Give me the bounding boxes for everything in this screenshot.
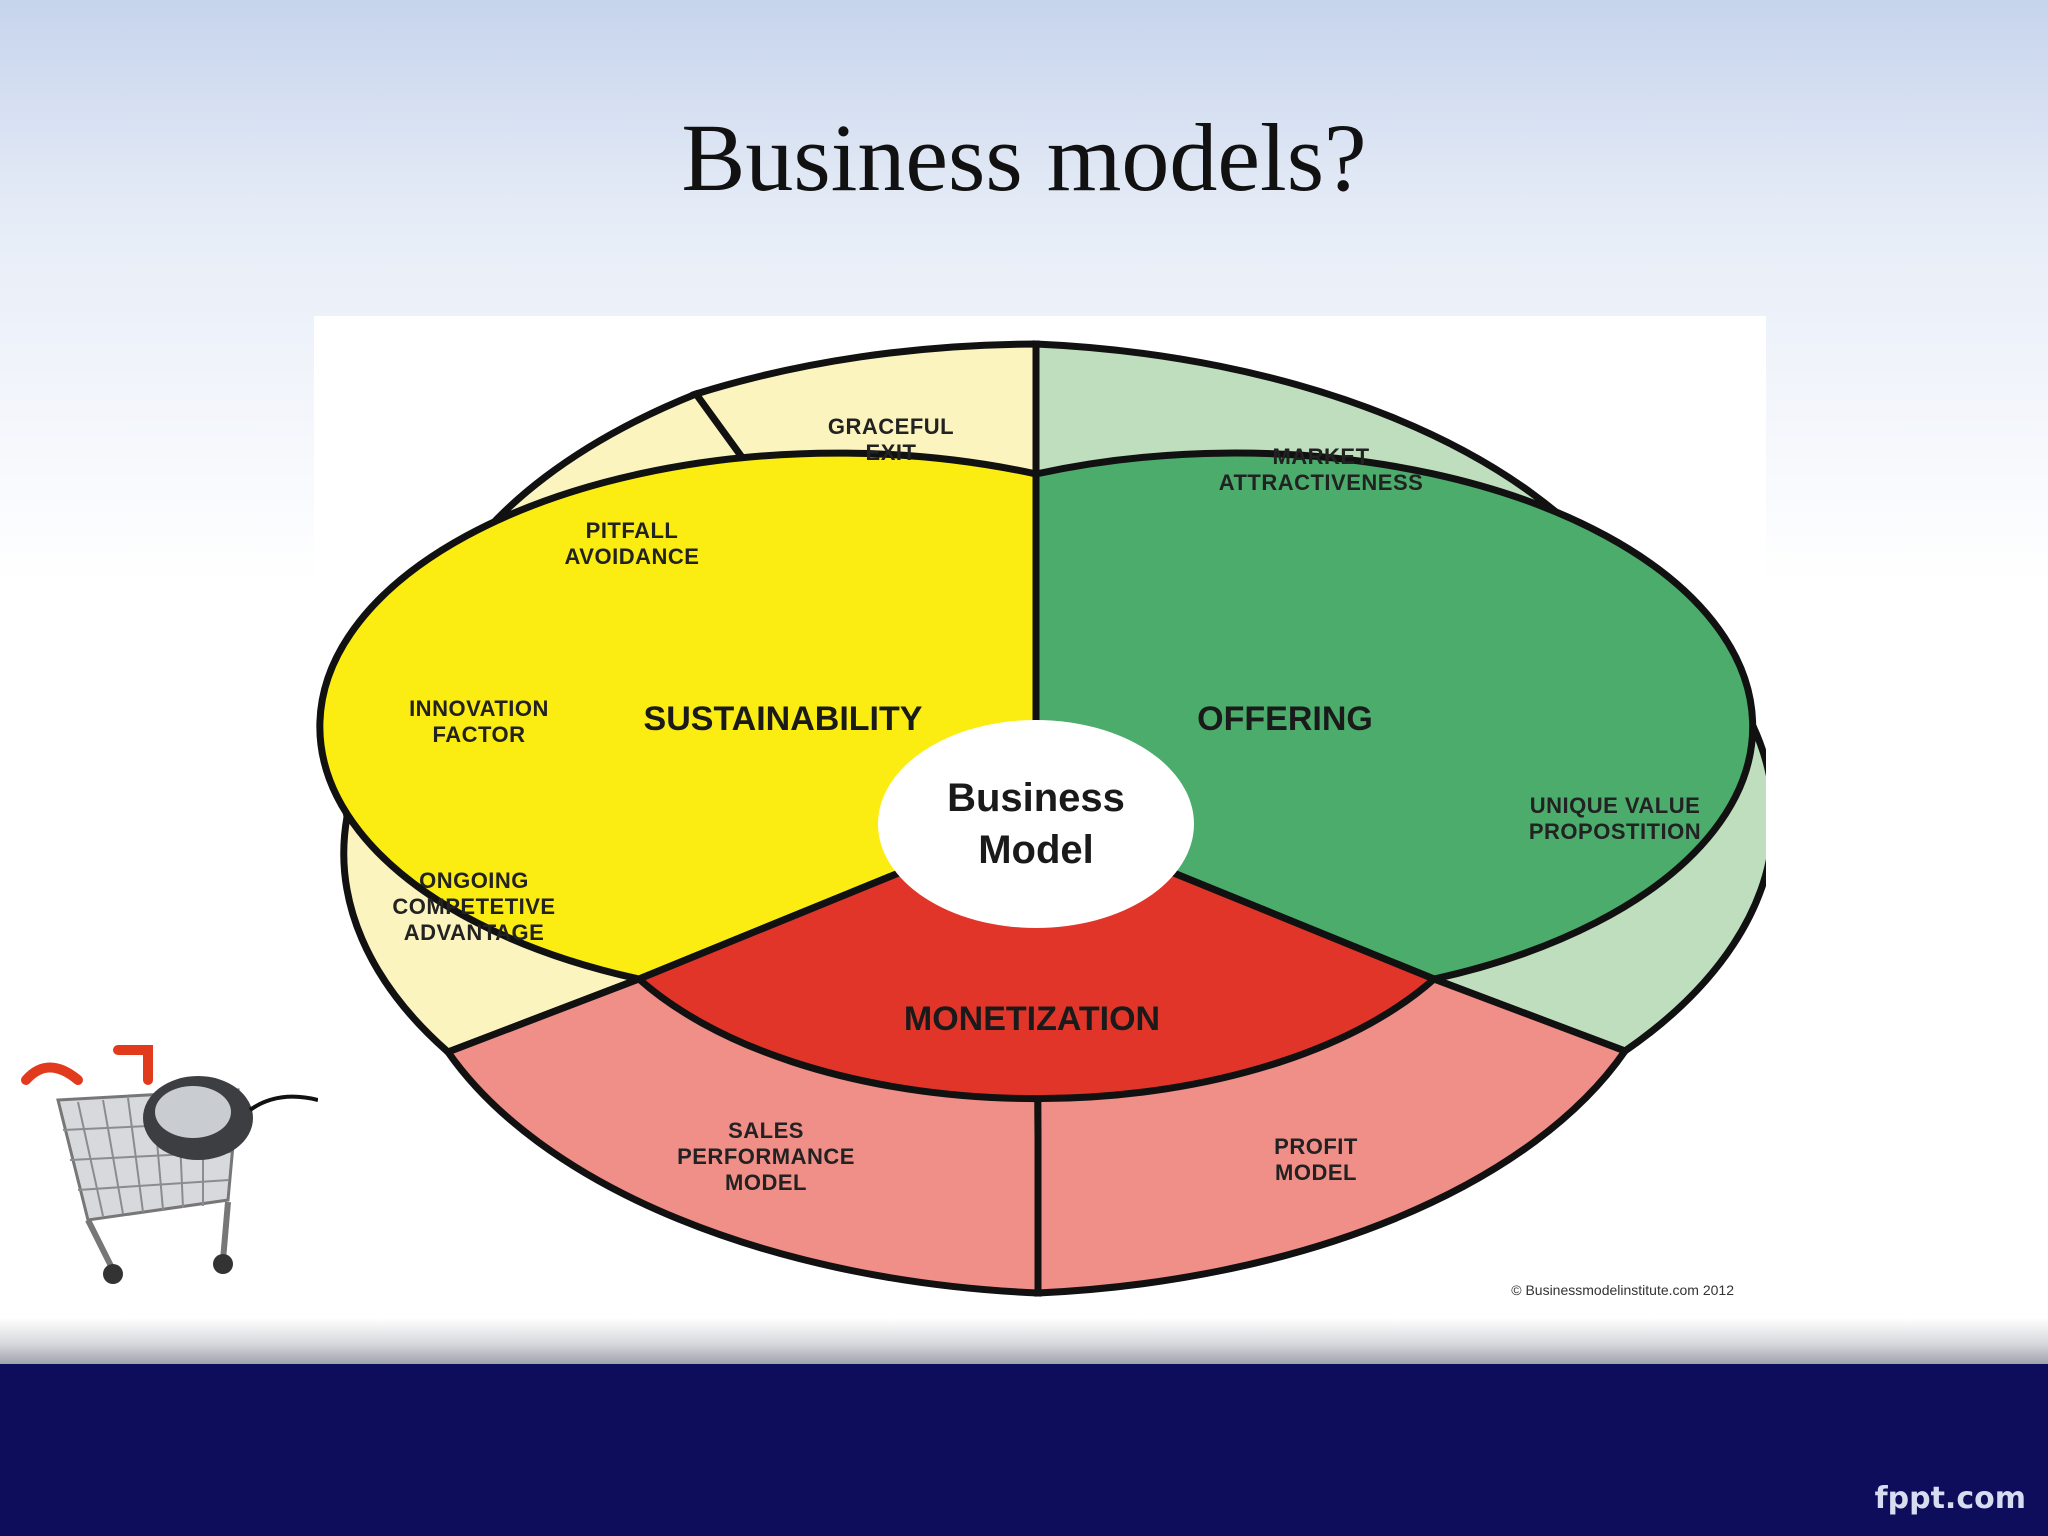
- segment-label: INNOVATION: [409, 696, 549, 721]
- segment-label: AVOIDANCE: [565, 544, 700, 569]
- segment-label: SALES: [728, 1118, 804, 1143]
- segment-label: UNIQUE VALUE: [1530, 793, 1701, 818]
- footer-brand: fppt.com: [1874, 1481, 2026, 1516]
- segment-label: PROPOSTITION: [1529, 819, 1701, 844]
- segment-label: GRACEFUL: [828, 414, 954, 439]
- segment-label: ONGOING: [419, 868, 529, 893]
- center-circle: [878, 720, 1194, 928]
- computer-mouse-icon: [143, 1076, 318, 1160]
- segment-label: COMPETETIVE: [392, 894, 555, 919]
- segment-label: ADVANTAGE: [404, 920, 545, 945]
- copyright-note: © Businessmodelinstitute.com 2012: [1511, 1282, 1734, 1298]
- section-sustainability: [316, 449, 1040, 983]
- section-offering: [1032, 449, 1757, 983]
- section-monetization: [632, 813, 1441, 1103]
- slide-title: Business models?: [681, 104, 1367, 211]
- segment-label: PITFALL: [586, 518, 679, 543]
- center-label-line2: Model: [978, 828, 1094, 872]
- segment-label: PERFORMANCE: [677, 1144, 855, 1169]
- section-label-sustainability: SUSTAINABILITY: [644, 700, 923, 738]
- segment-label: EXIT: [866, 440, 917, 465]
- segment-label: MODEL: [725, 1170, 807, 1195]
- segment-label: PROFIT: [1274, 1134, 1358, 1159]
- section-label-offering: OFFERING: [1197, 700, 1373, 738]
- shopping-cart-icon: [21, 1045, 318, 1284]
- section-label-monetization: MONETIZATION: [904, 1000, 1160, 1038]
- footer-shine: [0, 1318, 2048, 1364]
- footer-bar: fppt.com: [0, 1364, 2048, 1536]
- segment-label: FACTOR: [432, 722, 525, 747]
- segment-label: ATTRACTIVENESS: [1219, 470, 1424, 495]
- segment-label: MARKET: [1272, 444, 1369, 469]
- segment-label: MODEL: [1275, 1160, 1357, 1185]
- center-label-line1: Business: [947, 776, 1125, 820]
